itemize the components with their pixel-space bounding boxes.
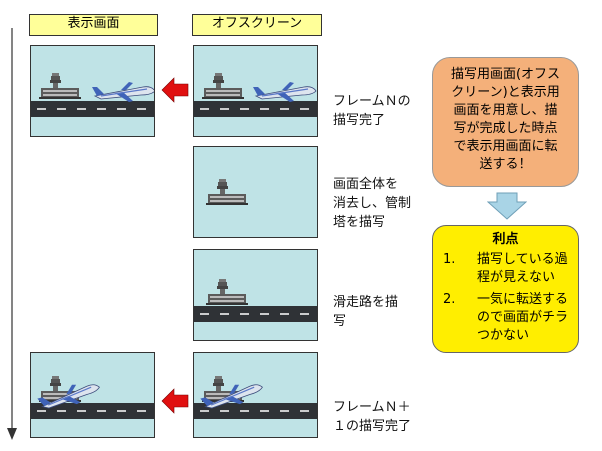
merit-list: 1. 描写している過程が見えない 2. 一気に転送するので画面がチラつかない (433, 251, 578, 345)
header-offscreen: オフスクリーン (192, 14, 322, 36)
offscreen-panel-tower (193, 146, 318, 238)
header-display-screen: 表示画面 (29, 14, 158, 36)
offscreen-panel-frame-n1 (193, 352, 318, 438)
transfer-arrow-icon (161, 77, 189, 103)
transfer-arrow-icon (161, 388, 189, 414)
display-panel-frame-n1 (30, 352, 155, 438)
stage-label-4: フレームＮ＋１の描写完了 (333, 400, 412, 434)
explanation-note: 描写用画面(オフスクリーン)と表示用画面を用意し、描写が完成した時点で表示用画面… (432, 57, 579, 187)
merit-item: 1. 描写している過程が見えない (443, 252, 568, 285)
merit-box: 利点 1. 描写している過程が見えない 2. 一気に転送するので画面がチラつかな… (432, 225, 579, 353)
stage-label-1: フレームＮの描写完了 (333, 94, 411, 128)
offscreen-panel-frame-n (193, 45, 318, 137)
stage-label-2: 画面全体を消去し、管制塔を描写 (333, 177, 412, 230)
down-arrow-icon (487, 192, 527, 220)
offscreen-panel-runway (193, 249, 318, 341)
display-panel-frame-n (30, 45, 155, 137)
stage-label-3: 滑走路を描写 (333, 295, 399, 329)
merit-title: 利点 (492, 232, 519, 247)
merit-item: 2. 一気に転送するので画面がチラつかない (443, 292, 569, 343)
timeline-arrow (7, 28, 17, 440)
